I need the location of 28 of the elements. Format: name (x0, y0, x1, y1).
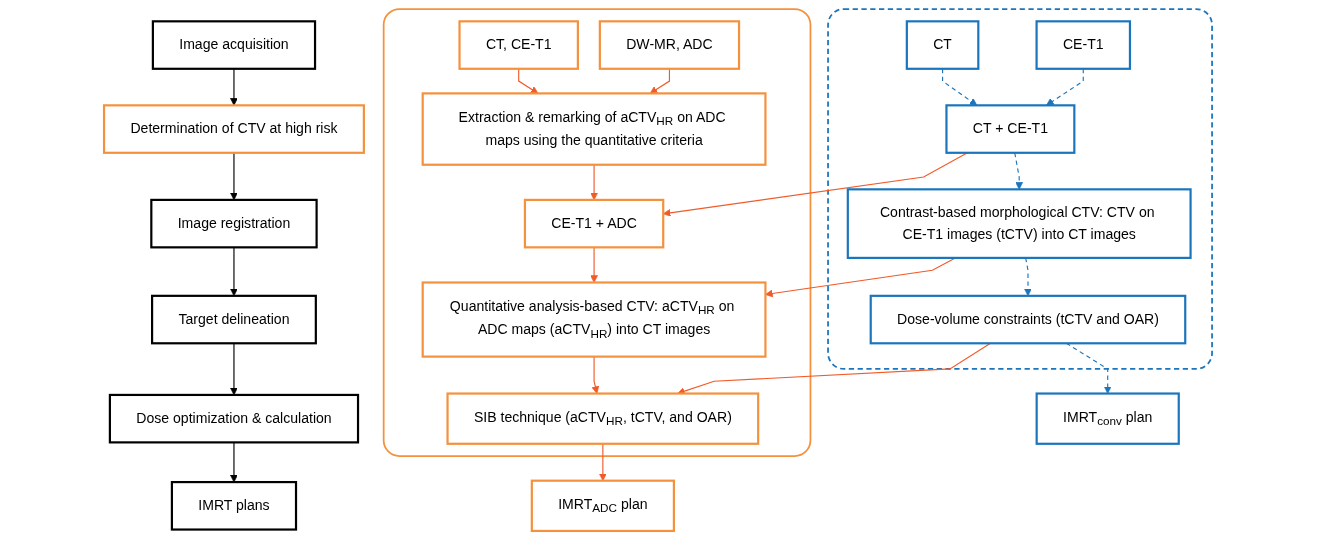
node-box: IMRT$_{ADC}$ plan (531, 479, 676, 533)
node-box: Contrast-based morphological CTV: CTV on CE-T1 images (tCTV) into CT images (847, 188, 1193, 259)
node-box: Image registration (150, 198, 319, 249)
arrow (942, 68, 978, 106)
node-box: CT, CE-T1 (458, 20, 580, 70)
node-box: Determination of CTV at high risk (103, 104, 366, 154)
node-box: Image acquisition (152, 20, 317, 70)
arrow (1014, 152, 1024, 190)
node-box: CE-T1 + ADC (524, 198, 665, 249)
node-box: IMRT$_{conv}$ plan (1036, 392, 1181, 445)
node-box: Dose-volume constraints (tCTV and OAR) (870, 294, 1187, 345)
arrow (650, 68, 671, 94)
arrow (230, 68, 239, 106)
node-box: Dose optimization & calculation (109, 393, 360, 444)
node-box: SIB technique (aCTV$_{HR}$, tCTV, and OAR) (446, 392, 760, 445)
cluster (827, 8, 1214, 370)
arrow (518, 68, 539, 94)
node-box: Quantitative analysis-based CTV: aCTV$_{HR}$ on ADC maps (aCTV$_{HR}$) into CT images (422, 281, 767, 358)
node-box: DW-MR, ADC (599, 20, 741, 70)
node-box: CT + CE-T1 (945, 104, 1076, 154)
node-box: Target delineation (151, 294, 318, 345)
node-box: Extraction & remarking of aCTV$_{HR}$ on ADC maps using the quantitative criteria (422, 92, 767, 166)
node-box: CT (906, 20, 980, 70)
node-box: CE-T1 (1035, 20, 1132, 70)
arrow (592, 356, 600, 394)
cluster (383, 8, 812, 457)
arrow (1046, 68, 1085, 106)
node-box: IMRT plans (171, 481, 298, 531)
